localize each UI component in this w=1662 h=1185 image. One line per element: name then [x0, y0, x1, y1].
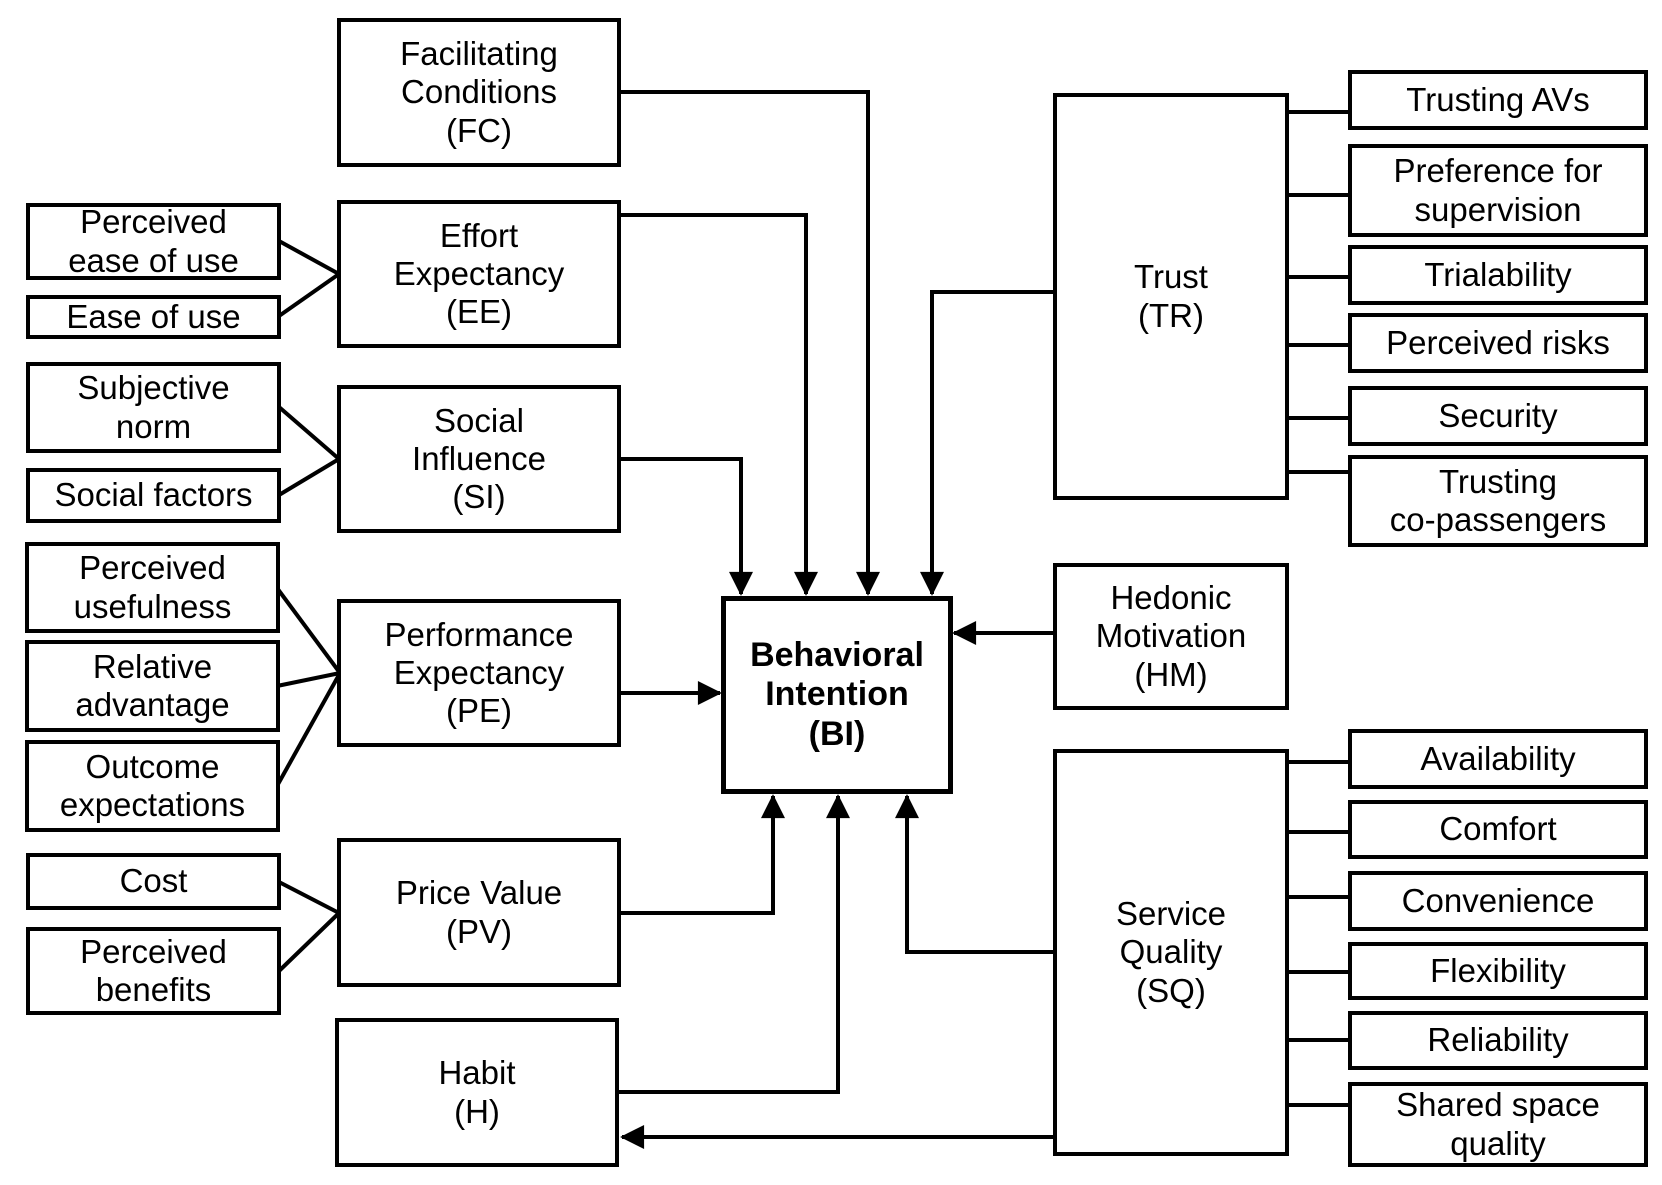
- indicator-flexibility: Flexibility: [1348, 942, 1648, 1000]
- indicator-perceived-ease-of-use: Perceived ease of use: [26, 203, 281, 280]
- edge-sq-bi: [895, 794, 1055, 954]
- construct-label: Facilitating Conditions (FC): [400, 35, 558, 149]
- fork-sf-si: [277, 457, 341, 497]
- indicator-label: Shared space quality: [1396, 1086, 1600, 1162]
- construct-behavioral-intention: Behavioral Intention (BI): [721, 596, 953, 794]
- indicator-label: Social factors: [54, 476, 253, 514]
- construct-label: Trust (TR): [1134, 258, 1208, 334]
- construct-price-value: Price Value (PV): [337, 838, 621, 987]
- indicator-relative-advantage: Relative advantage: [25, 640, 280, 732]
- construct-social-influence: Social Influence (SI): [337, 385, 621, 533]
- indicator-label: Subjective norm: [77, 369, 230, 445]
- indicator-label: Trialability: [1424, 255, 1572, 293]
- indicator-trusting-avs: Trusting AVs: [1348, 70, 1648, 130]
- indicator-reliability: Reliability: [1348, 1011, 1648, 1070]
- construct-label: Effort Expectancy (EE): [393, 216, 565, 331]
- indicator-label: Ease of use: [66, 297, 241, 335]
- indicator-subjective-norm: Subjective norm: [26, 362, 281, 453]
- fork-sn-si: [277, 405, 341, 461]
- indicator-ease-of-use: Ease of use: [26, 295, 281, 339]
- construct-hedonic-motivation: Hedonic Motivation (HM): [1053, 563, 1289, 710]
- indicator-label: Availability: [1420, 739, 1576, 777]
- construct-label: Hedonic Motivation (HM): [1095, 579, 1247, 693]
- indicator-label: Perceived benefits: [80, 932, 227, 1008]
- indicator-label: Security: [1438, 396, 1558, 434]
- edge-fc-bi: [621, 90, 880, 596]
- indicator-outcome-expectations: Outcome expectations: [25, 740, 280, 832]
- construct-label: Service Quality (SQ): [1115, 895, 1227, 1009]
- construct-label: Habit (H): [438, 1054, 516, 1130]
- construct-facilitating-conditions: Facilitating Conditions (FC): [337, 18, 621, 167]
- indicator-security: Security: [1348, 386, 1648, 446]
- indicator-social-factors: Social factors: [26, 468, 281, 523]
- fork-pb-pv: [277, 911, 341, 973]
- construct-service-quality: Service Quality (SQ): [1053, 749, 1289, 1156]
- construct-label: Performance Expectancy (PE): [384, 615, 574, 730]
- indicator-label: Convenience: [1401, 881, 1595, 919]
- indicator-comfort: Comfort: [1348, 800, 1648, 859]
- indicator-perceived-benefits: Perceived benefits: [26, 927, 281, 1015]
- edge-pv-bi: [619, 794, 785, 915]
- indicator-cost: Cost: [26, 853, 281, 910]
- fork-oe-pe: [275, 672, 342, 787]
- indicator-label: Perceived risks: [1386, 323, 1610, 361]
- indicator-preference-for-supervision: Preference for supervision: [1348, 144, 1648, 237]
- indicator-label: Outcome expectations: [59, 747, 246, 823]
- indicator-trialability: Trialability: [1348, 245, 1648, 305]
- construct-label: Social Influence (SI): [412, 401, 546, 516]
- indicator-label: Perceived ease of use: [68, 203, 239, 279]
- indicator-perceived-risks: Perceived risks: [1348, 313, 1648, 373]
- edge-tr-bi: [920, 290, 1055, 596]
- indicator-label: Reliability: [1427, 1021, 1569, 1059]
- indicator-label: Comfort: [1439, 810, 1557, 848]
- indicator-label: Flexibility: [1430, 951, 1566, 989]
- fork-eou-ee: [277, 272, 341, 318]
- construct-habit: Habit (H): [335, 1018, 619, 1167]
- indicator-convenience: Convenience: [1348, 871, 1648, 931]
- indicator-availability: Availability: [1348, 729, 1648, 789]
- fork-pu-pe: [275, 586, 342, 675]
- indicator-label: Trusting co-passengers: [1389, 462, 1607, 538]
- indicator-shared-space-quality: Shared space quality: [1348, 1082, 1648, 1167]
- construct-label: Behavioral Intention (BI): [750, 635, 924, 753]
- indicator-label: Relative advantage: [75, 647, 230, 723]
- fork-peou-ee: [278, 239, 340, 276]
- indicator-trusting-co-passengers: Trusting co-passengers: [1348, 455, 1648, 547]
- edge-h-bi: [619, 794, 850, 1094]
- indicator-label: Perceived usefulness: [73, 549, 232, 625]
- fork-ra-pe: [276, 671, 341, 688]
- edge-si-bi: [619, 457, 753, 596]
- fork-cost-pv: [278, 880, 340, 915]
- indicator-label: Preference for supervision: [1393, 152, 1603, 228]
- edge-ee-bi: [621, 213, 818, 596]
- construct-trust: Trust (TR): [1053, 93, 1289, 500]
- indicator-perceived-usefulness: Perceived usefulness: [25, 542, 280, 633]
- construct-performance-expectancy: Performance Expectancy (PE): [337, 599, 621, 747]
- construct-effort-expectancy: Effort Expectancy (EE): [337, 200, 621, 348]
- construct-label: Price Value (PV): [395, 874, 563, 950]
- indicator-label: Trusting AVs: [1406, 80, 1590, 118]
- indicator-label: Cost: [119, 862, 188, 900]
